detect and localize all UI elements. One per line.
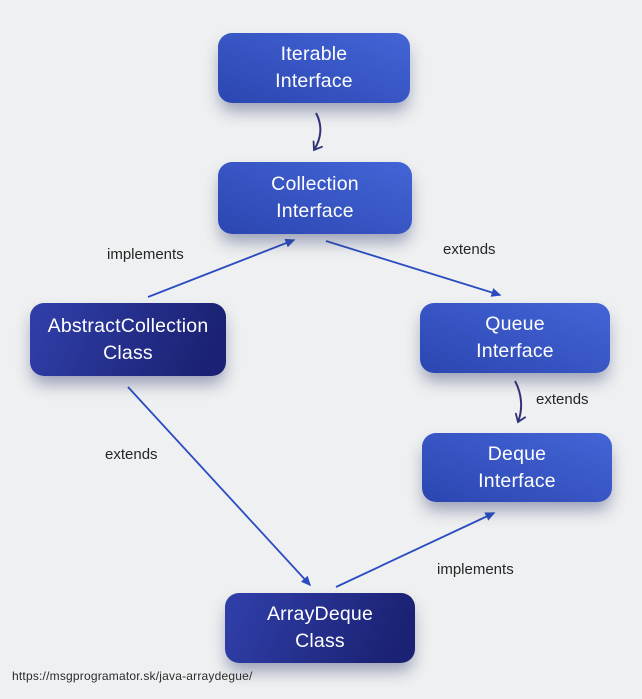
- node-deque-interface: Deque Interface: [422, 433, 612, 502]
- node-abstractcollection-class: AbstractCollection Class: [30, 303, 226, 376]
- node-label-line2: Interface: [478, 469, 556, 492]
- node-label-line2: Class: [103, 341, 153, 364]
- node-label-line1: Deque: [487, 442, 547, 465]
- node-label-line1: Iterable: [280, 43, 348, 66]
- node-label-line1: Queue: [485, 313, 545, 336]
- edge-label-implements-top: implements: [107, 246, 184, 263]
- node-label-line2: Class: [295, 630, 345, 652]
- arrow-iterable-to-collection: [312, 112, 323, 152]
- node-label-line1: ArrayDeque: [266, 603, 374, 626]
- edge-label-extends-top-right: extends: [443, 241, 496, 258]
- edge-label-extends-right: extends: [536, 391, 589, 408]
- node-iterable-interface: Iterable Interface: [218, 33, 410, 103]
- node-label-line1: Collection: [271, 173, 359, 196]
- node-arraydeque-class: ArrayDeque Class: [225, 593, 415, 663]
- node-label-line1: AbstractCollection: [47, 314, 209, 337]
- source-url-caption: https://msgprogramator.sk/java-arraydegu…: [12, 669, 253, 683]
- node-queue-interface: Queue Interface: [420, 303, 610, 373]
- edge-label-extends-left: extends: [105, 446, 158, 463]
- node-label-line2: Interface: [275, 70, 353, 92]
- node-collection-interface: Collection Interface: [218, 162, 412, 234]
- arrow-abstractcollection-extends-arraydeque: [127, 386, 312, 587]
- node-label-line2: Interface: [276, 200, 354, 222]
- arrow-queue-to-deque: [514, 380, 527, 424]
- edge-label-implements-bottom: implements: [437, 561, 514, 578]
- node-label-line2: Interface: [476, 340, 554, 362]
